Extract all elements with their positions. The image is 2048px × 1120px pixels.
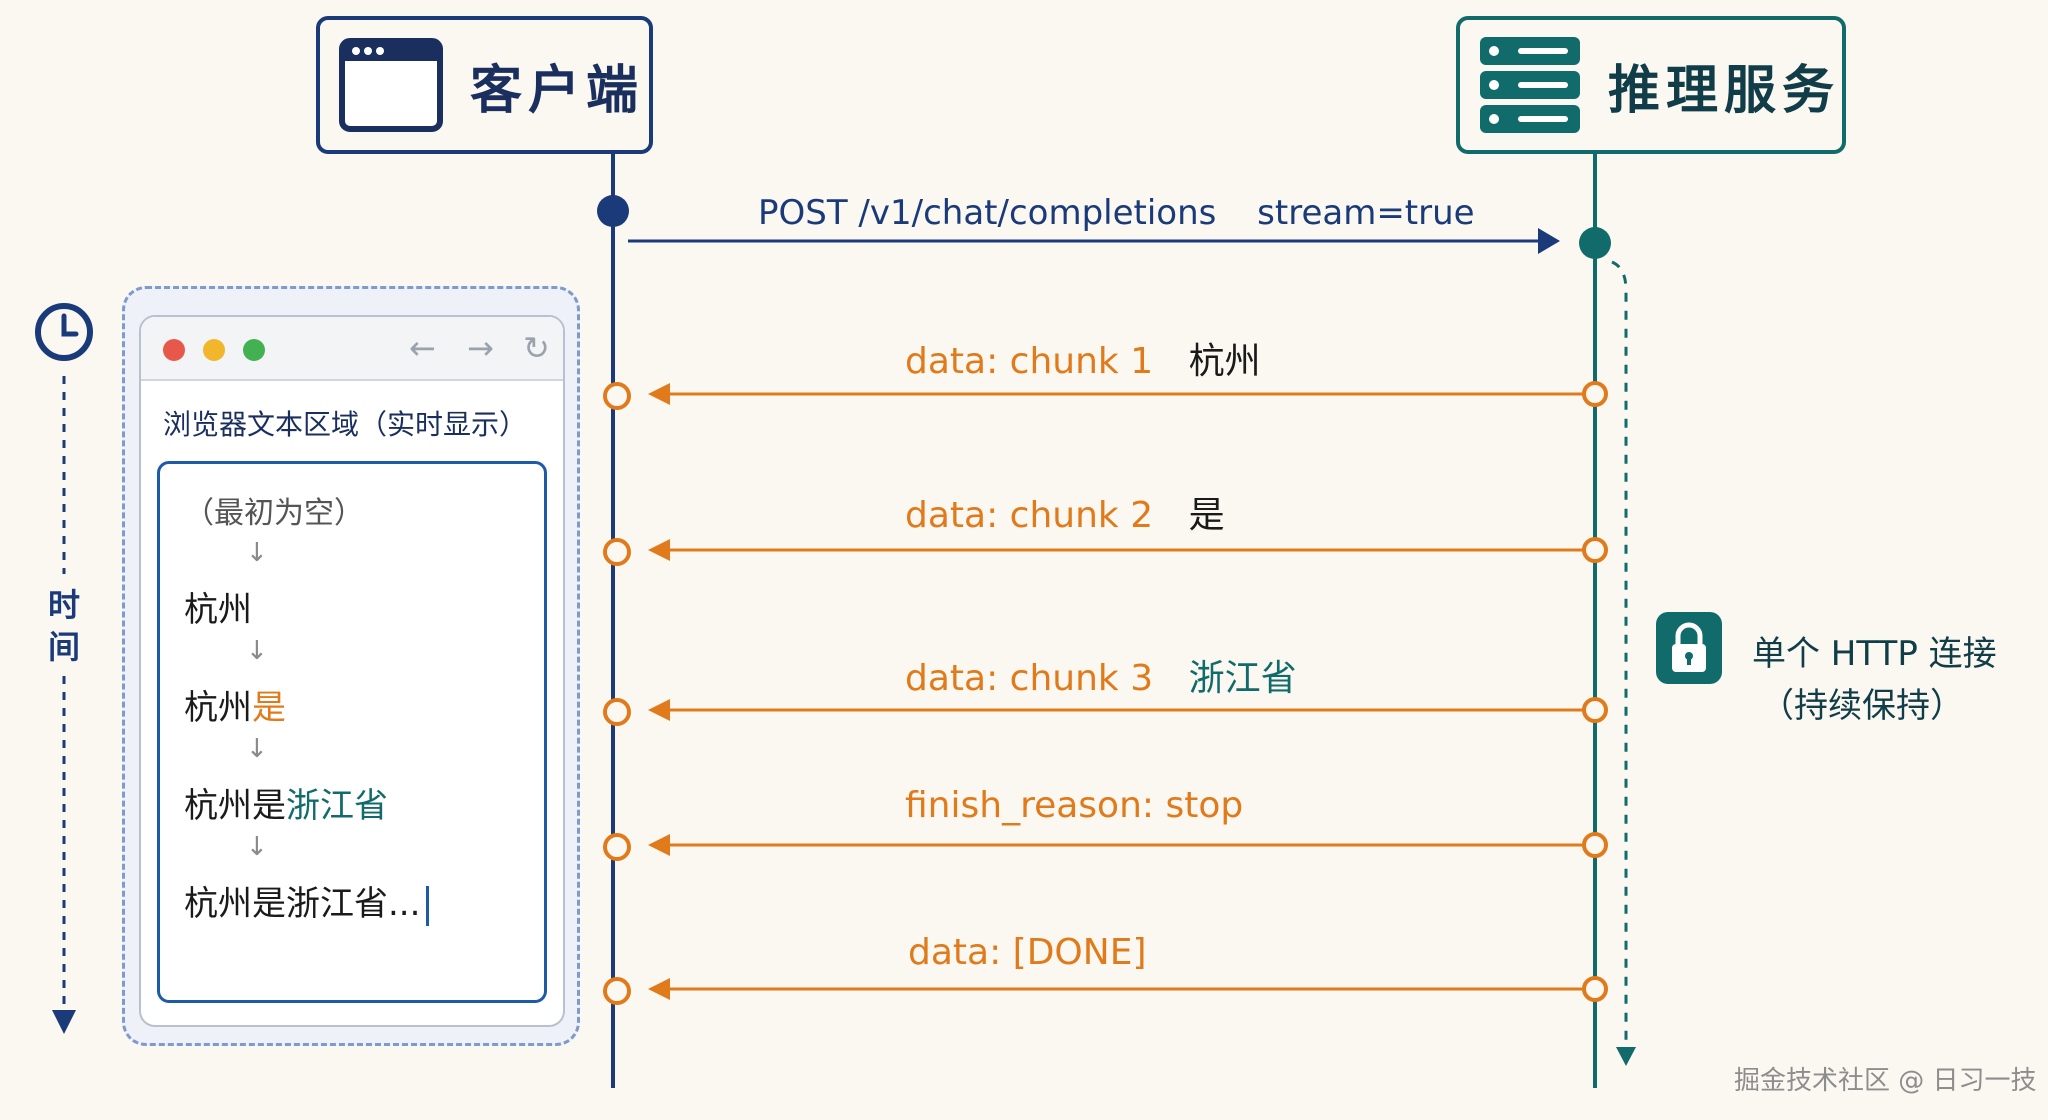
server-title: 推理服务	[1608, 60, 1841, 121]
response-5	[603, 976, 1608, 1005]
response-3	[603, 697, 1608, 726]
text-line-2: 杭州是	[184, 680, 286, 729]
request-endpoint: POST /v1/chat/completions	[758, 193, 1217, 233]
message-content: 杭州	[1188, 341, 1261, 382]
response-1	[603, 381, 1608, 410]
message-label: data: [DONE]	[908, 932, 1147, 973]
browser-panel: ← → ↻ 浏览器文本区域（实时显示） （最初为空） ↓ 杭州 ↓ 杭州是 ↓ …	[122, 286, 580, 1046]
text-highlight: 是	[252, 688, 286, 728]
browser-window: ← → ↻ 浏览器文本区域（实时显示） （最初为空） ↓ 杭州 ↓ 杭州是 ↓ …	[139, 315, 565, 1027]
message-label: finish_reason: stop	[905, 785, 1244, 826]
lock-glyph	[1672, 622, 1706, 672]
time-axis-arrow-head	[52, 1010, 76, 1034]
request-start-dot	[597, 195, 629, 227]
request-arrow-head	[1538, 228, 1560, 254]
connection-arrow-head	[1616, 1047, 1636, 1066]
down-arrow-icon: ↓	[246, 832, 268, 862]
forward-arrow-icon[interactable]: →	[467, 329, 494, 367]
message-label-3: data: chunk 3 浙江省	[905, 649, 1297, 701]
text-line-4: 杭州是浙江省...	[184, 876, 430, 926]
connection-sublabel: （持续保持）	[1760, 686, 1964, 726]
message-content: 浙江省	[1188, 658, 1297, 699]
response-4	[603, 832, 1608, 861]
text-cursor	[426, 885, 430, 926]
message-content: 是	[1188, 495, 1225, 536]
server-node: 推理服务	[1456, 16, 1846, 154]
connection-dashed-line	[1611, 260, 1628, 1040]
request-param: stream=true	[1257, 193, 1475, 233]
clock-icon	[35, 303, 93, 361]
client-node: 客户端	[316, 16, 653, 154]
message-label: data: chunk 2	[905, 495, 1154, 536]
text-line-3: 杭州是浙江省	[184, 778, 388, 827]
message-label-5: data: [DONE]	[908, 932, 1146, 973]
text-base: 杭州是浙江省...	[184, 884, 421, 924]
request-label: POST /v1/chat/completions stream=true	[758, 193, 1475, 233]
message-label: data: chunk 3	[905, 658, 1154, 699]
message-label-1: data: chunk 1 杭州	[905, 332, 1261, 384]
message-label-4: finish_reason: stop	[905, 785, 1243, 826]
down-arrow-icon: ↓	[246, 538, 268, 568]
browser-title-bar: ← → ↻	[141, 317, 563, 381]
browser-window-icon	[339, 38, 443, 132]
maximize-dot-icon[interactable]	[243, 339, 265, 361]
client-title: 客户端	[470, 60, 645, 121]
response-2	[603, 537, 1608, 566]
placeholder-text: （最初为空）	[184, 496, 364, 531]
browser-caption: 浏览器文本区域（实时显示）	[163, 408, 528, 441]
watermark: 掘金技术社区 @ 日习一技	[1734, 1066, 2037, 1096]
text-highlight: 浙江省	[286, 786, 388, 826]
back-arrow-icon[interactable]: ←	[409, 329, 436, 367]
text-line-1: 杭州	[184, 582, 252, 631]
text-base: 杭州	[184, 590, 252, 630]
down-arrow-icon: ↓	[246, 636, 268, 666]
realtime-text-area: （最初为空） ↓ 杭州 ↓ 杭州是 ↓ 杭州是浙江省 ↓ 杭州是浙江省...	[157, 461, 547, 1003]
clock-hands	[61, 313, 79, 337]
time-label: 时间	[47, 586, 80, 666]
text-base: 杭州是	[184, 786, 286, 826]
close-dot-icon[interactable]	[163, 339, 185, 361]
message-label: data: chunk 1	[905, 341, 1154, 382]
text-base: 杭州	[184, 688, 252, 728]
lock-icon	[1656, 612, 1722, 684]
message-label-2: data: chunk 2 是	[905, 486, 1225, 538]
request-end-dot	[1579, 227, 1611, 259]
down-arrow-icon: ↓	[246, 734, 268, 764]
connection-label: 单个 HTTP 连接	[1752, 634, 1997, 674]
server-stack-icon	[1480, 37, 1580, 133]
minimize-dot-icon[interactable]	[203, 339, 225, 361]
reload-icon[interactable]: ↻	[523, 329, 550, 367]
